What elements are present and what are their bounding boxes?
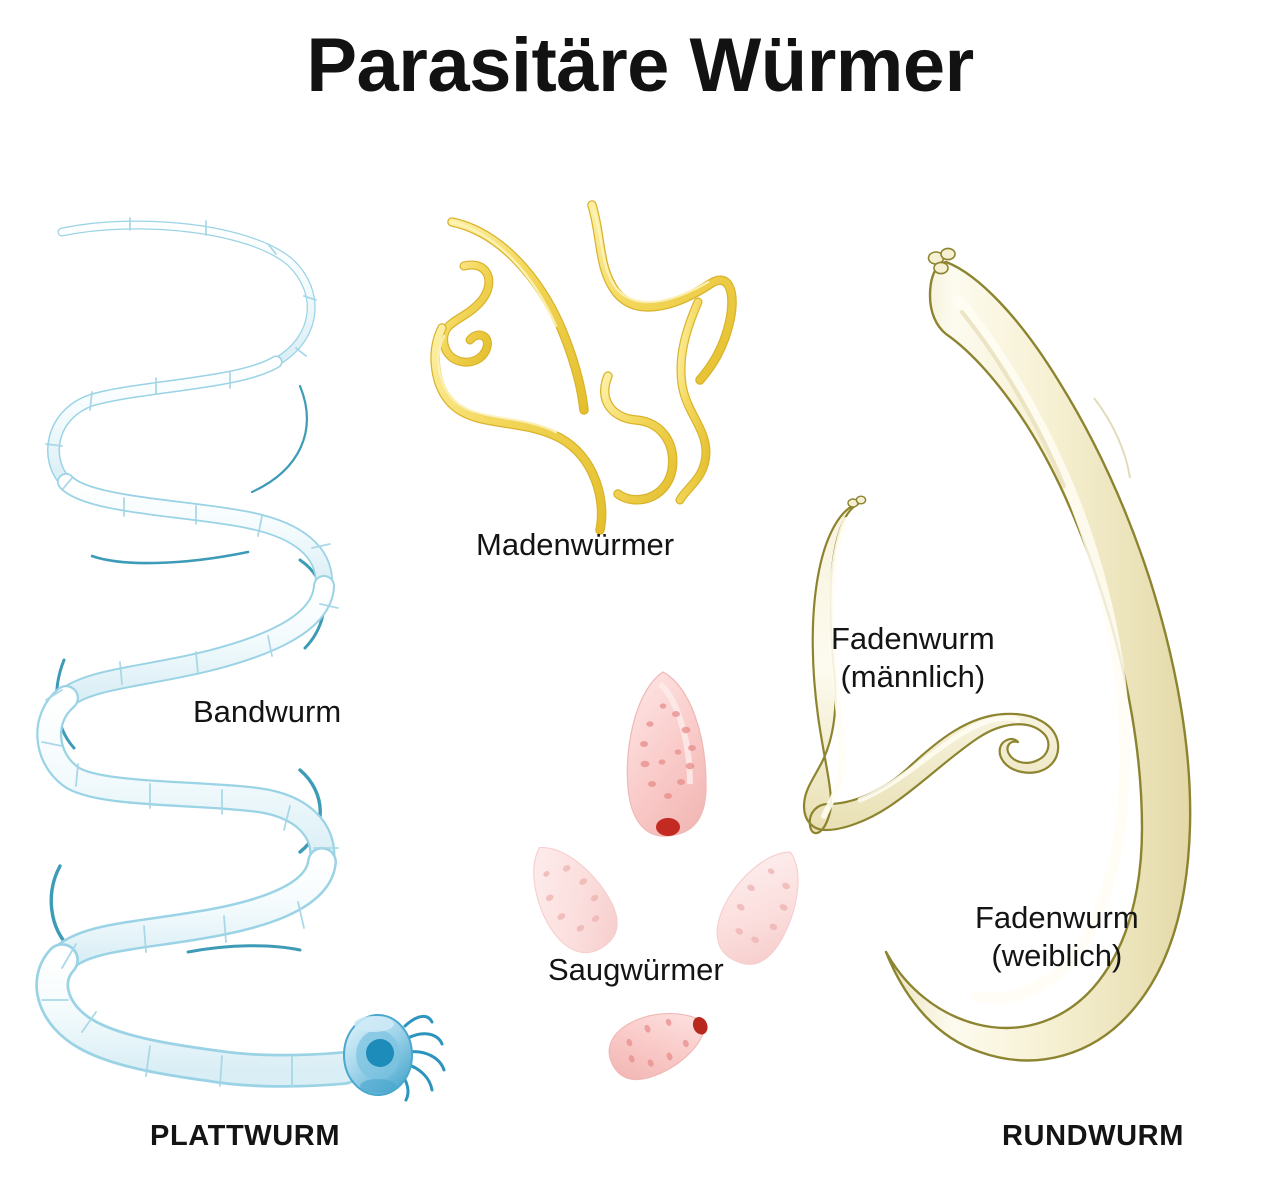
label-fadenwurm-maennlich: Fadenwurm (männlich) bbox=[831, 620, 995, 696]
fluke-bottom bbox=[608, 1013, 708, 1081]
label-madenwuermer: Madenwürmer bbox=[476, 527, 675, 562]
flukes-illustration bbox=[533, 671, 799, 1081]
fluke-sucker bbox=[656, 818, 680, 836]
page-title: Parasitäre Würmer bbox=[306, 23, 974, 108]
fluke-left bbox=[533, 847, 618, 954]
fluke-top bbox=[626, 671, 707, 837]
label-fadenwurm-maennlich-line1: Fadenwurm bbox=[831, 621, 995, 656]
roundworm-female-mouth bbox=[927, 247, 956, 275]
label-saugwuermer: Saugwürmer bbox=[548, 952, 724, 987]
roundworm-male-mouth bbox=[847, 495, 867, 508]
label-fadenwurm-weiblich-line1: Fadenwurm bbox=[975, 900, 1139, 935]
label-bandwurm: Bandwurm bbox=[193, 694, 342, 729]
label-group-plattwurm: PLATTWURM bbox=[150, 1120, 341, 1152]
label-fadenwurm-weiblich: Fadenwurm (weiblich) bbox=[975, 899, 1139, 975]
label-fadenwurm-maennlich-line2: (männlich) bbox=[840, 658, 986, 694]
scolex-sucker bbox=[366, 1039, 394, 1067]
scolex-head bbox=[343, 1014, 413, 1096]
fluke-sucker-bottom bbox=[692, 1017, 708, 1035]
tapeworm-illustration bbox=[35, 217, 446, 1102]
tapeworm-segments bbox=[41, 217, 339, 1087]
tapeworm-path-guide bbox=[49, 225, 340, 1071]
label-group-rundwurm: RUNDWURM bbox=[1002, 1120, 1184, 1152]
label-fadenwurm-weiblich-line2: (weiblich) bbox=[991, 937, 1123, 973]
tapeworm-scolex bbox=[343, 1014, 446, 1102]
pinworms-illustration bbox=[430, 200, 737, 535]
